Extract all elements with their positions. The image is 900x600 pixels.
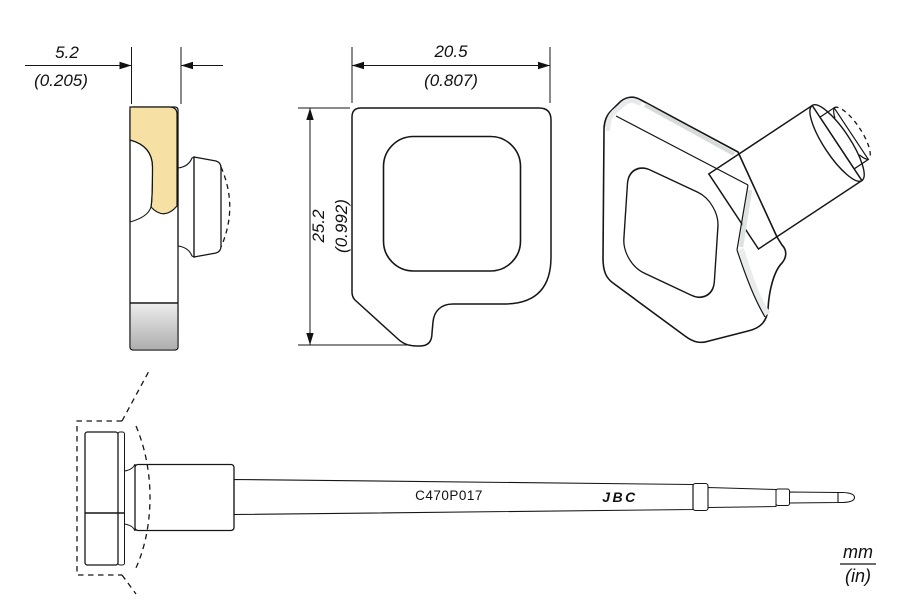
dimension-thickness: 5.2 (0.205): [25, 43, 223, 104]
side-cylinder-hidden-arc: [220, 166, 231, 248]
front-view: 20.5 (0.807) 25.2 (0.992): [298, 42, 552, 347]
dimension-width: 20.5 (0.807): [351, 42, 551, 103]
iso-recess: [623, 167, 719, 298]
cartridge-ring-1: [692, 482, 709, 512]
section-recess-pocket: [129, 139, 154, 223]
iso-cylinder: [707, 104, 871, 251]
cartridge-neck: [124, 463, 136, 532]
cartridge-sleeve: [707, 486, 777, 509]
section-hatch-area: [129, 106, 178, 223]
height-in-label: (0.992): [332, 199, 351, 253]
cartridge-rod: [789, 491, 839, 504]
cartridge-profile-view: C470P017 JBC: [76, 370, 856, 595]
cartridge-tip: [837, 491, 856, 504]
width-in-label: (0.807): [424, 71, 478, 90]
thickness-mm-label: 5.2: [55, 43, 79, 62]
part-number-label: C470P017: [415, 488, 483, 503]
units-primary: mm: [843, 542, 873, 562]
units-secondary: (in): [845, 566, 871, 586]
isometric-view: [602, 96, 871, 344]
thickness-in-label: (0.205): [34, 71, 88, 90]
side-cylinder-neck: [177, 156, 195, 258]
height-mm-label: 25.2: [309, 209, 328, 244]
units-label: mm (in): [840, 542, 876, 586]
side-section-view: 5.2 (0.205): [25, 43, 231, 351]
front-recess: [382, 135, 522, 272]
cartridge-ring-2: [775, 488, 790, 506]
dimension-height: 25.2 (0.992): [298, 107, 411, 346]
side-cylinder: [193, 156, 222, 258]
width-mm-label: 20.5: [433, 42, 468, 61]
ghost-outline: [76, 370, 151, 595]
iso-plate: [602, 96, 787, 344]
brand-logo: JBC: [602, 489, 638, 505]
front-outline: [351, 107, 552, 347]
